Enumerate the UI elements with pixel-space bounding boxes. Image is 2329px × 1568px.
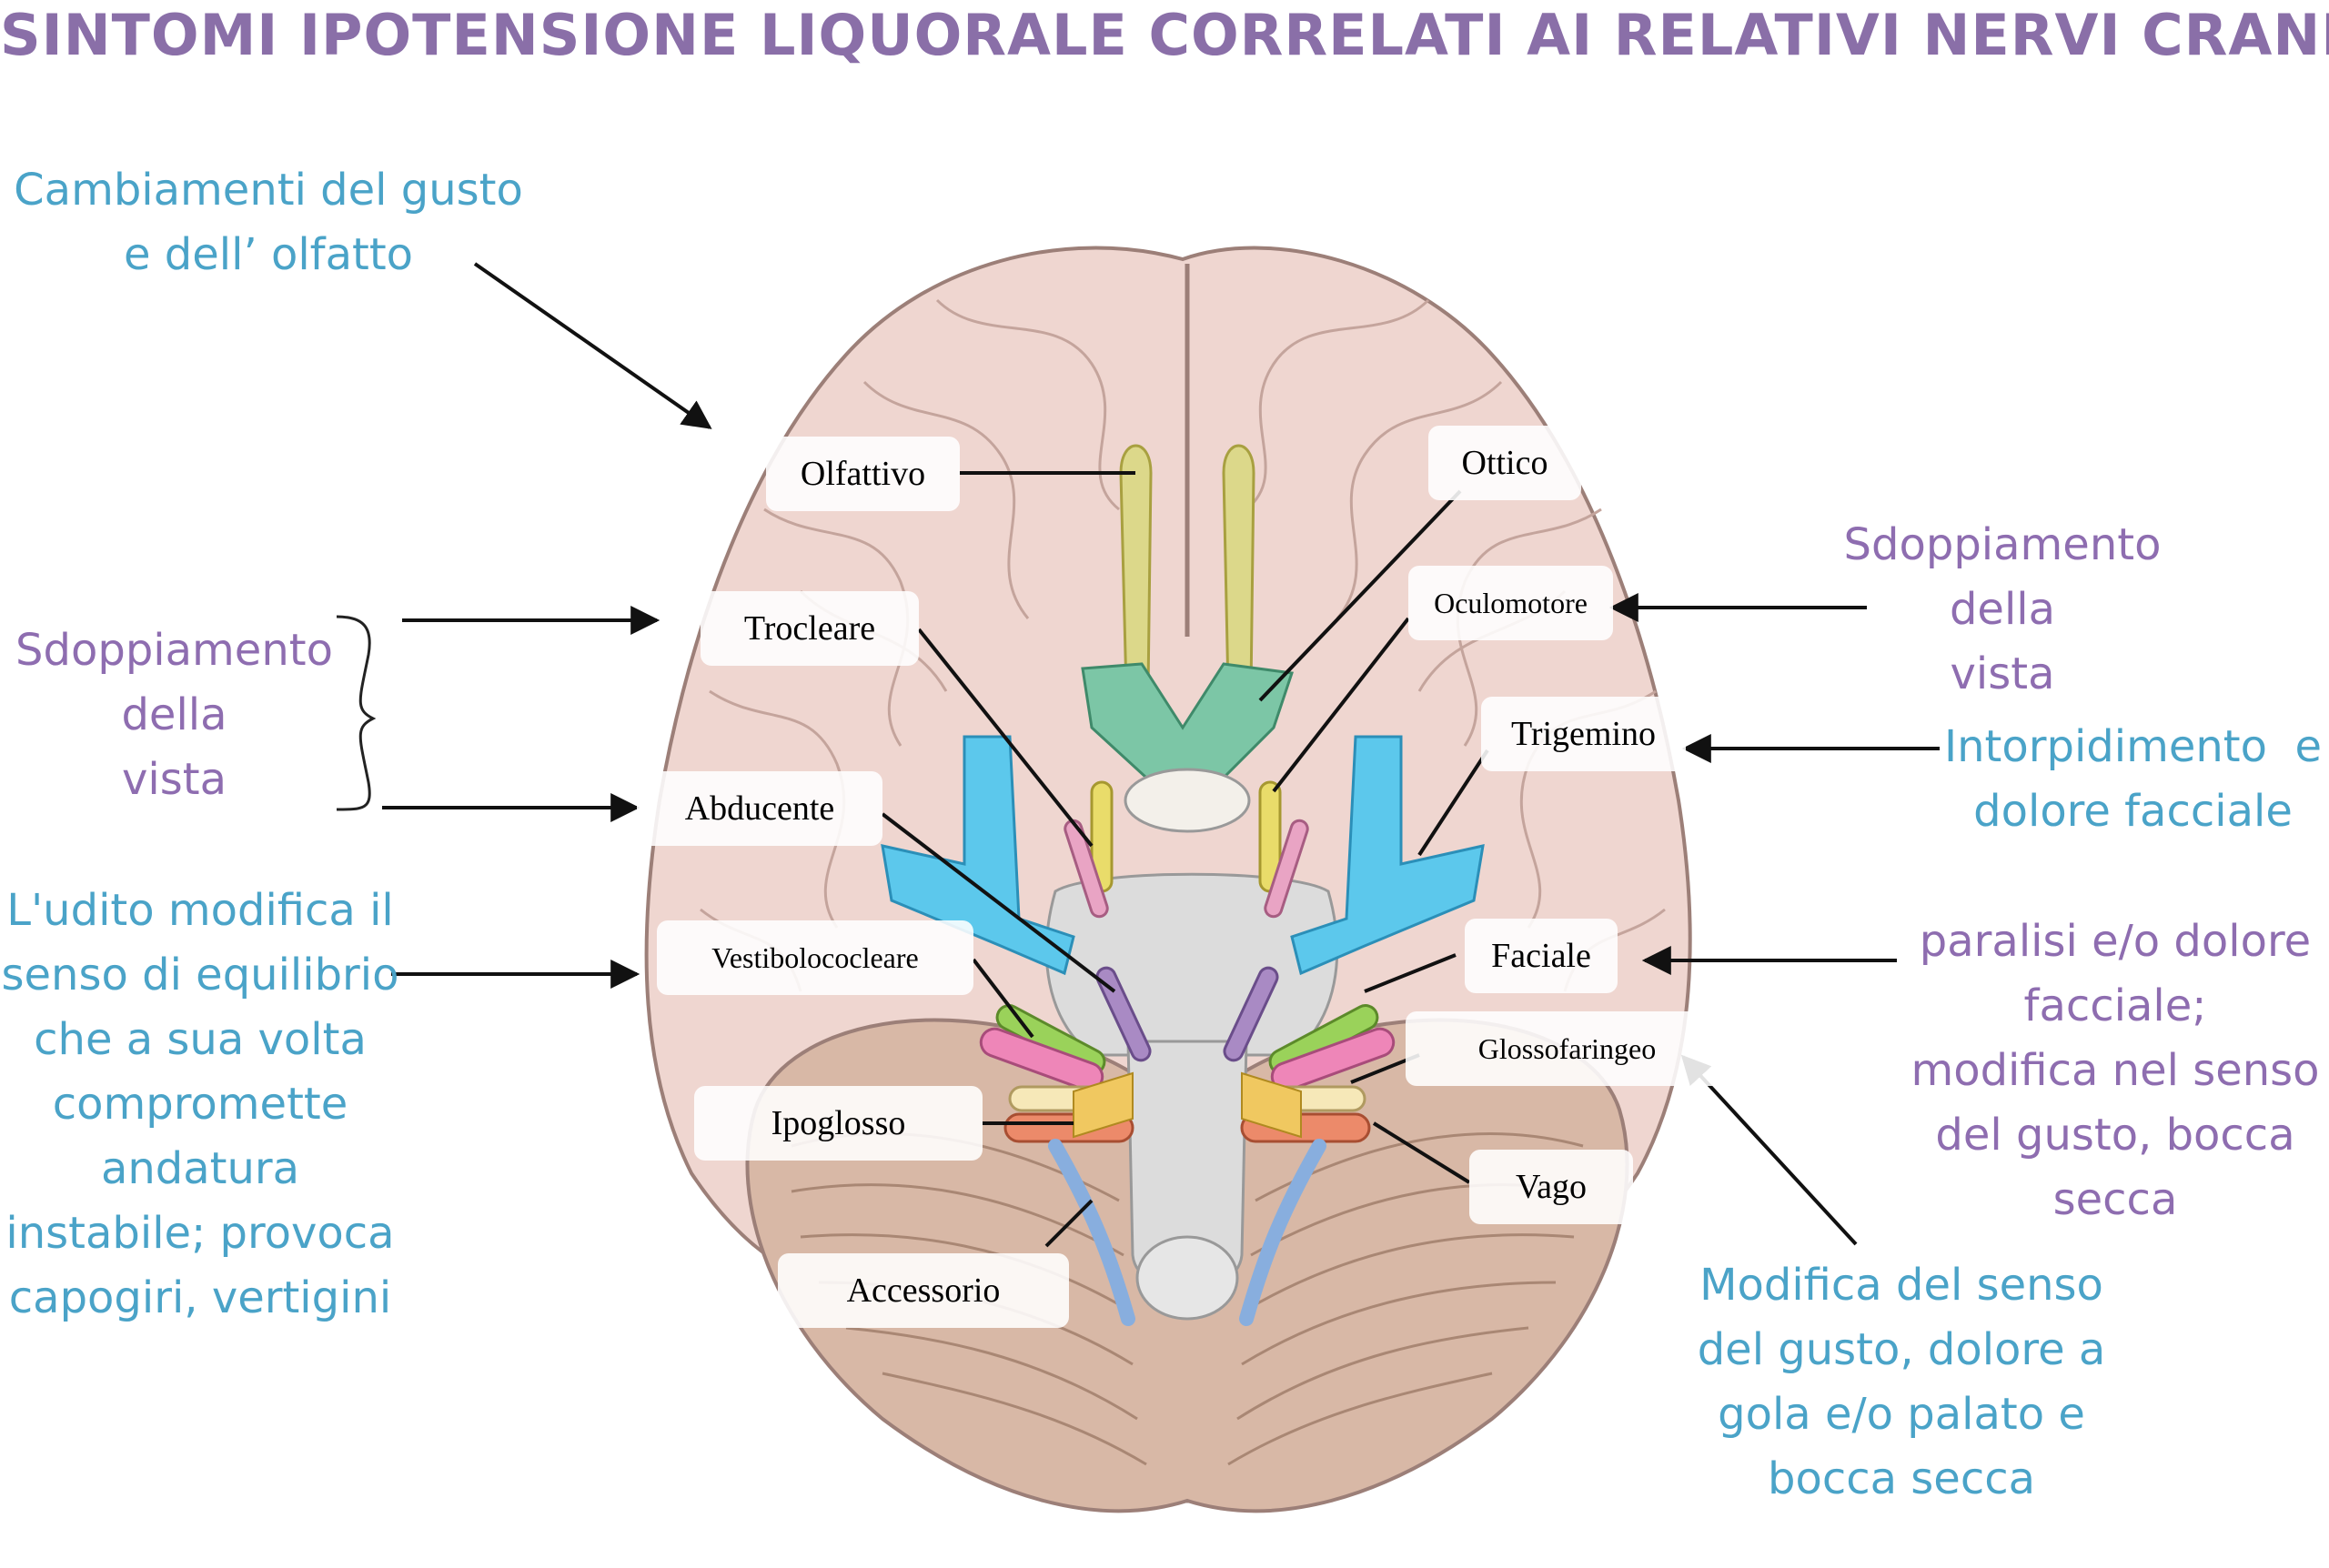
trigeminal-left — [881, 735, 1075, 976]
nerve-label-abducente: Abducente — [637, 771, 882, 846]
symptom-vista-right: Sdoppiamento della vista — [1843, 519, 2162, 699]
grouping-brace — [336, 615, 377, 811]
symptom-arrows — [382, 262, 1940, 1246]
nerve-label-ottico: Ottico — [1428, 426, 1581, 500]
nerve-label-accessorio: Accessorio — [778, 1253, 1069, 1328]
spinal-cord-section — [1135, 1235, 1239, 1321]
nerve-label-oculomotore: Oculomotore — [1408, 566, 1613, 640]
leader-lines — [881, 471, 1489, 1248]
trigeminal-right — [1290, 735, 1485, 976]
page-title: SINTOMI IPOTENSIONE LIQUORALE CORRELATI … — [0, 2, 2329, 68]
symptom-gusto-olfatto: Cambiamenti del gusto e dell’ olfatto — [14, 165, 523, 280]
nerve-label-trocleare: Trocleare — [701, 591, 919, 666]
nerve-label-ipoglosso: Ipoglosso — [694, 1086, 983, 1161]
vagal-rootlets-left — [1073, 1071, 1134, 1139]
trochlear-right — [1264, 819, 1309, 919]
symptom-facciale: Intorpidimento e dolore facciale — [1943, 721, 2323, 837]
nerve-label-vago: Vago — [1469, 1150, 1633, 1224]
symptom-gola: Modifica del senso del gusto, dolore a g… — [1697, 1260, 2106, 1504]
nerve-label-olfattivo: Olfattivo — [766, 437, 960, 511]
vagal-rootlets-right — [1241, 1071, 1302, 1139]
symptom-paralisi: paralisi e/o dolore facciale; modifica n… — [1911, 916, 2320, 1225]
nerve-label-glossofaringeo: Glossofaringeo — [1406, 1011, 1729, 1086]
abducens-left — [1095, 966, 1152, 1062]
symptom-equilibrio: L'udito modifica il senso di equilibrio … — [1, 885, 399, 1323]
nerve-label-faciale: Faciale — [1465, 919, 1618, 993]
symptom-vista-left: Sdoppiamento della vista — [15, 625, 333, 805]
nerve-label-vestibolococleare: Vestibolococleare — [657, 920, 973, 995]
abducens-right — [1223, 966, 1279, 1062]
optic-chiasm — [1081, 662, 1294, 779]
pituitary — [1124, 768, 1251, 833]
nerve-label-trigemino: Trigemino — [1481, 697, 1686, 771]
